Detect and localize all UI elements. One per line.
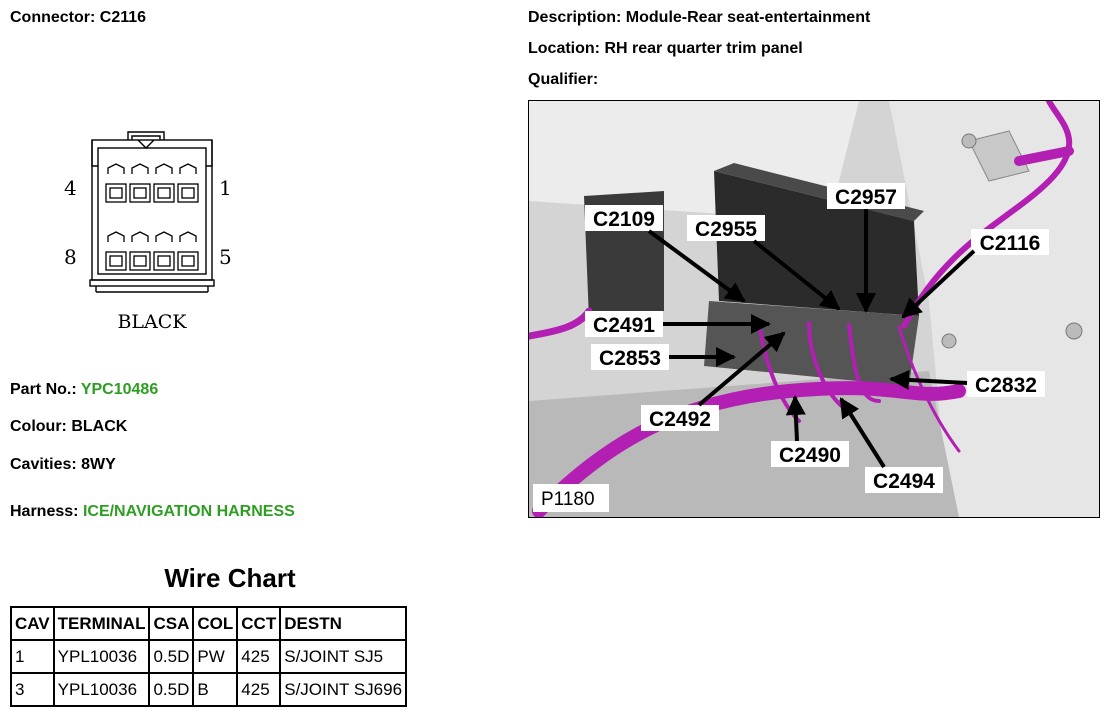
cavities-field: Cavities: 8WY bbox=[10, 456, 116, 474]
cavity-4 bbox=[105, 163, 127, 203]
cavity-1 bbox=[177, 163, 199, 203]
header-destn: DESTN bbox=[279, 606, 408, 641]
bolt-icon bbox=[1065, 322, 1083, 340]
cell-cav: 3 bbox=[10, 672, 55, 707]
callout-group: C2109 C2955 C2957 C2116 C2491 C2853 C283… bbox=[585, 183, 1049, 493]
colour-value: BLACK bbox=[71, 418, 128, 435]
cavity-6 bbox=[153, 231, 175, 271]
harness-value: ICE/NAVIGATION HARNESS bbox=[82, 503, 295, 520]
colour-label: Colour: bbox=[10, 418, 67, 435]
wire-chart-table: CAV TERMINAL CSA COL CCT DESTN 1 YPL1003… bbox=[10, 606, 408, 707]
cavities-label: Cavities: bbox=[10, 456, 77, 473]
bolt-icon bbox=[961, 133, 977, 149]
cell-csa: 0.5D bbox=[148, 639, 195, 674]
header-cct: CCT bbox=[236, 606, 282, 641]
cell-cav: 1 bbox=[10, 639, 55, 674]
cavity-8 bbox=[105, 231, 127, 271]
quarter-panel bbox=[889, 101, 1099, 517]
part-no-label: Part No.: bbox=[10, 381, 77, 398]
callout-c2490: C2490 bbox=[779, 444, 841, 467]
table-row: 3 YPL10036 0.5D B 425 S/JOINT SJ696 bbox=[10, 672, 408, 707]
connector-location-photo: C2109 C2955 C2957 C2116 C2491 C2853 C283… bbox=[528, 100, 1100, 518]
figure-id-box bbox=[533, 484, 609, 512]
callout-c2832: C2832 bbox=[975, 374, 1037, 397]
location-value: RH rear quarter trim panel bbox=[604, 40, 803, 57]
cell-terminal: YPL10036 bbox=[52, 639, 151, 674]
location-label: Location: bbox=[528, 40, 600, 57]
callout-c2494: C2494 bbox=[873, 470, 935, 493]
part-no-field: Part No.: YPC10486 bbox=[10, 381, 158, 399]
cavities-value: 8WY bbox=[81, 456, 116, 473]
pin-label-8: 8 bbox=[64, 245, 77, 269]
bracket bbox=[968, 130, 1030, 182]
qualifier-field: Qualifier: bbox=[528, 71, 598, 89]
colour-field: Colour: BLACK bbox=[10, 418, 127, 436]
cell-csa: 0.5D bbox=[148, 672, 195, 707]
description-field: Description: Module-Rear seat-entertainm… bbox=[528, 9, 870, 27]
callout-c2957: C2957 bbox=[835, 186, 897, 209]
cavity-5 bbox=[177, 231, 199, 271]
connector-label: Connector: bbox=[10, 9, 96, 26]
callout-c2491: C2491 bbox=[593, 314, 655, 337]
cell-col: B bbox=[192, 672, 239, 707]
pin-label-1: 1 bbox=[219, 176, 232, 200]
cell-destn: S/JOINT SJ5 bbox=[279, 639, 408, 674]
callout-c2492: C2492 bbox=[649, 408, 711, 431]
description-value: Module-Rear seat-entertainment bbox=[625, 9, 871, 26]
connector-face-drawing: 4 1 8 5 BLACK bbox=[64, 131, 232, 333]
qualifier-label: Qualifier: bbox=[528, 71, 599, 88]
header-terminal: TERMINAL bbox=[52, 606, 151, 641]
wire-chart-header-row: CAV TERMINAL CSA COL CCT DESTN bbox=[10, 606, 408, 641]
cell-cct: 425 bbox=[236, 639, 282, 674]
bolt-icon bbox=[941, 333, 957, 349]
table-row: 1 YPL10036 0.5D PW 425 S/JOINT SJ5 bbox=[10, 639, 408, 674]
figure-id: P1180 bbox=[541, 489, 595, 510]
part-no-value: YPC10486 bbox=[80, 381, 159, 398]
harness-label: Harness: bbox=[10, 503, 79, 520]
callout-c2116: C2116 bbox=[980, 232, 1041, 255]
connector-colour-caption: BLACK bbox=[117, 311, 187, 333]
callout-c2955: C2955 bbox=[695, 218, 757, 241]
wire-chart-title: Wire Chart bbox=[164, 563, 296, 593]
cell-destn: S/JOINT SJ696 bbox=[279, 672, 408, 707]
cavity-7 bbox=[129, 231, 151, 271]
location-field: Location: RH rear quarter trim panel bbox=[528, 40, 803, 58]
callout-c2853: C2853 bbox=[599, 347, 661, 370]
cavity-2 bbox=[153, 163, 175, 203]
cell-terminal: YPL10036 bbox=[52, 672, 151, 707]
pin-label-5: 5 bbox=[219, 245, 232, 269]
pin-label-4: 4 bbox=[64, 176, 77, 200]
cell-col: PW bbox=[192, 639, 239, 674]
cell-cct: 425 bbox=[236, 672, 282, 707]
connector-field: Connector: C2116 bbox=[10, 9, 146, 27]
header-col: COL bbox=[192, 606, 239, 641]
cavity-3 bbox=[129, 163, 151, 203]
callout-c2109: C2109 bbox=[593, 208, 655, 231]
description-label: Description: bbox=[528, 9, 622, 26]
header-cav: CAV bbox=[10, 606, 55, 641]
header-csa: CSA bbox=[148, 606, 195, 641]
connector-value: C2116 bbox=[99, 9, 147, 26]
harness-field: Harness: ICE/NAVIGATION HARNESS bbox=[10, 503, 295, 521]
